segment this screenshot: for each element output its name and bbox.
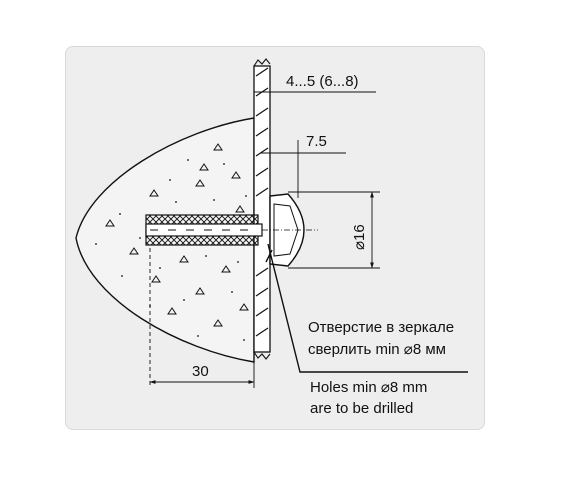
head-diameter-label: ⌀16 xyxy=(351,224,368,250)
note-ru-line1: Отверстие в зеркале xyxy=(308,319,454,336)
hole-leader xyxy=(265,243,468,373)
dowel-anchor xyxy=(145,214,263,246)
dimension-mirror-thickness: 4...5 (6...8) xyxy=(254,66,376,98)
sand-dots xyxy=(95,159,247,341)
drilling-note: Отверстие в зеркале сверлить min ⌀8 мм H… xyxy=(308,319,454,417)
head-offset-label: 7.5 xyxy=(306,133,327,150)
mirror-thickness-label: 4...5 (6...8) xyxy=(286,73,359,90)
note-en-line1: Holes min ⌀8 mm xyxy=(310,379,427,396)
dimension-head-offset: 7.5 xyxy=(260,133,346,198)
dimension-head-diameter: ⌀16 xyxy=(288,191,380,269)
dimension-anchor-depth: 30 xyxy=(149,248,255,388)
mirror-panel xyxy=(253,58,271,360)
anchor-depth-label: 30 xyxy=(192,363,209,380)
note-ru-line2: сверлить min ⌀8 мм xyxy=(308,341,446,358)
aggregate-marks xyxy=(105,143,249,327)
note-en-line2: are to be drilled xyxy=(310,400,413,417)
screw-cap xyxy=(262,193,318,267)
